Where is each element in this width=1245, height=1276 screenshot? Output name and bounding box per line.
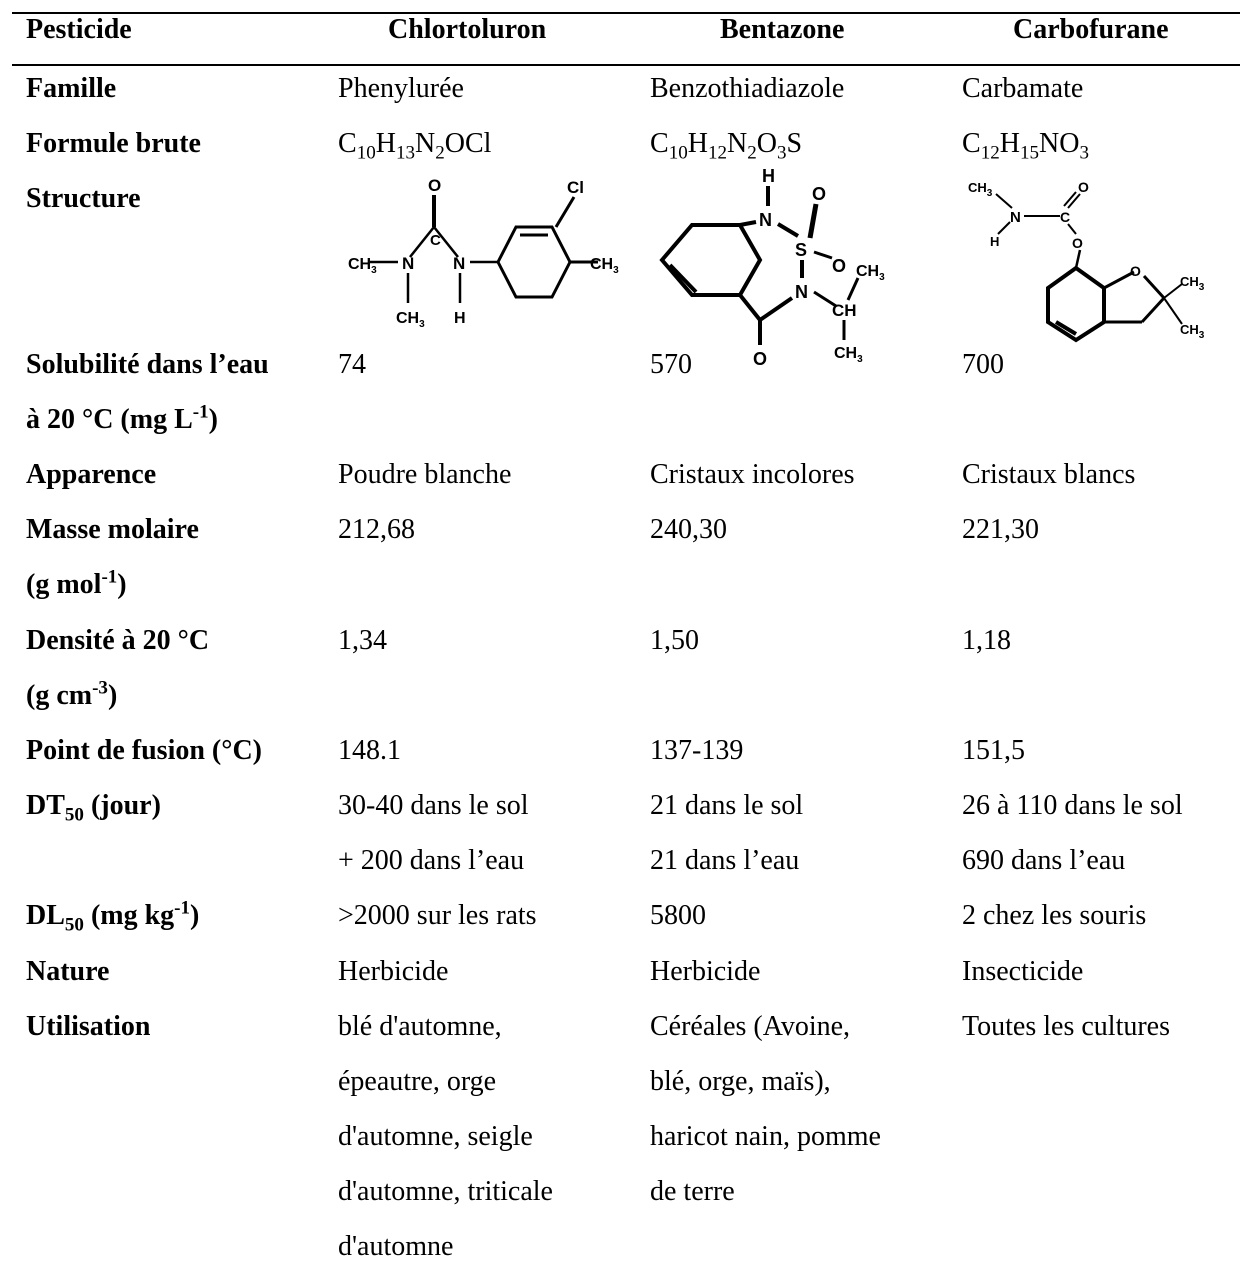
atom-o: O bbox=[812, 184, 826, 204]
header-bentazone: Bentazone bbox=[720, 14, 845, 45]
atom-ch3: CH3 bbox=[396, 310, 425, 330]
solubilite-chlortoluron: 74 bbox=[338, 349, 366, 380]
atom-n: N bbox=[402, 254, 414, 273]
atom-o: O bbox=[1072, 235, 1083, 251]
carbofurane-structure: CH3 N H C O O O CH3 CH3 bbox=[968, 179, 1205, 343]
row-label-solubilite: Solubilité dans l’eau bbox=[26, 349, 269, 380]
row-label-apparence: Apparence bbox=[26, 459, 157, 490]
dt50-bentazone-eau: 21 dans l’eau bbox=[650, 845, 800, 876]
famille-bentazone: Benzothiadiazole bbox=[650, 73, 845, 104]
utilisation-chlortoluron-line: d'automne bbox=[338, 1231, 454, 1262]
utilisation-chlortoluron-line: blé d'automne, bbox=[338, 1011, 502, 1042]
row-label-solubilite-unit: à 20 °C (mg L-1) bbox=[26, 401, 218, 435]
formule-bentazone: C10H12N2O3S bbox=[650, 128, 803, 164]
apparence-chlortoluron: Poudre blanche bbox=[338, 459, 512, 490]
atom-ch3: CH3 bbox=[348, 256, 377, 276]
fusion-carbofurane: 151,5 bbox=[962, 735, 1025, 766]
atom-h: H bbox=[762, 166, 775, 186]
header-chlortoluron: Chlortoluron bbox=[388, 14, 547, 45]
row-label-famille: Famille bbox=[26, 73, 117, 104]
solubilite-bentazone: 570 bbox=[650, 349, 692, 380]
chlortoluron-structure: O C N N CH3 CH3 H Cl CH3 bbox=[348, 176, 619, 330]
atom-s: S bbox=[795, 240, 807, 260]
utilisation-bentazone-line: haricot nain, pomme bbox=[650, 1121, 881, 1152]
bentazone-structure: H N S O O N O CH CH3 CH3 bbox=[659, 166, 885, 369]
atom-c: C bbox=[430, 232, 441, 249]
apparence-bentazone: Cristaux incolores bbox=[650, 459, 855, 490]
row-label-nature: Nature bbox=[26, 956, 110, 987]
masse-carbofurane: 221,30 bbox=[962, 514, 1039, 545]
row-label-utilisation: Utilisation bbox=[26, 1011, 151, 1042]
atom-h: H bbox=[990, 234, 999, 249]
densite-carbofurane: 1,18 bbox=[962, 625, 1011, 656]
utilisation-chlortoluron-line: d'automne, triticale bbox=[338, 1176, 553, 1207]
row-label-formule: Formule brute bbox=[26, 128, 201, 159]
atom-ch3: CH3 bbox=[590, 256, 619, 276]
table-top-rule bbox=[12, 12, 1240, 14]
dl50-carbofurane: 2 chez les souris bbox=[962, 900, 1147, 931]
atom-ch: CH bbox=[832, 301, 857, 320]
row-label-dt50: DT50 (jour) bbox=[26, 790, 161, 826]
utilisation-bentazone-line: Céréales (Avoine, bbox=[650, 1011, 851, 1042]
atom-n: N bbox=[795, 282, 808, 302]
row-label-densite-unit: (g cm-3) bbox=[26, 677, 118, 711]
apparence-carbofurane: Cristaux blancs bbox=[962, 459, 1136, 490]
atom-n: N bbox=[759, 210, 772, 230]
nature-carbofurane: Insecticide bbox=[962, 956, 1084, 987]
nature-bentazone: Herbicide bbox=[650, 956, 761, 987]
atom-o: O bbox=[832, 256, 846, 276]
famille-chlortoluron: Phenylurée bbox=[338, 73, 464, 104]
atom-cl: Cl bbox=[567, 178, 584, 197]
row-label-dl50: DL50 (mg kg-1) bbox=[26, 897, 200, 936]
header-carbofurane: Carbofurane bbox=[1013, 14, 1169, 45]
solubilite-carbofurane: 700 bbox=[962, 349, 1004, 380]
formule-chlortoluron: C10H13N2OCl bbox=[338, 128, 492, 164]
atom-h: H bbox=[454, 310, 466, 327]
atom-o: O bbox=[1078, 179, 1089, 195]
row-label-fusion: Point de fusion (°C) bbox=[26, 735, 262, 766]
densite-bentazone: 1,50 bbox=[650, 625, 699, 656]
utilisation-bentazone-line: de terre bbox=[650, 1176, 735, 1207]
fusion-chlortoluron: 148.1 bbox=[338, 735, 401, 766]
dt50-chlortoluron-sol: 30-40 dans le sol bbox=[338, 790, 529, 821]
nature-chlortoluron: Herbicide bbox=[338, 956, 449, 987]
masse-bentazone: 240,30 bbox=[650, 514, 727, 545]
row-label-masse-unit: (g mol-1) bbox=[26, 566, 127, 600]
row-label-densite: Densité à 20 °C bbox=[26, 625, 210, 656]
utilisation-bentazone-line: blé, orge, maïs), bbox=[650, 1066, 831, 1097]
dl50-bentazone: 5800 bbox=[650, 900, 706, 931]
utilisation-chlortoluron-line: d'automne, seigle bbox=[338, 1121, 533, 1152]
atom-ch3: CH3 bbox=[834, 345, 863, 365]
atom-ch3: CH3 bbox=[1180, 322, 1205, 341]
dt50-carbofurane-sol: 26 à 110 dans le sol bbox=[962, 790, 1183, 821]
atom-o: O bbox=[753, 349, 767, 369]
atom-c: C bbox=[1060, 209, 1070, 225]
famille-carbofurane: Carbamate bbox=[962, 73, 1084, 104]
dt50-bentazone-sol: 21 dans le sol bbox=[650, 790, 804, 821]
dt50-carbofurane-eau: 690 dans l’eau bbox=[962, 845, 1126, 876]
atom-n: N bbox=[453, 254, 465, 273]
atom-ch3: CH3 bbox=[968, 180, 993, 199]
atom-ch3: CH3 bbox=[1180, 274, 1205, 293]
fusion-bentazone: 137-139 bbox=[650, 735, 744, 766]
densite-chlortoluron: 1,34 bbox=[338, 625, 387, 656]
masse-chlortoluron: 212,68 bbox=[338, 514, 415, 545]
utilisation-chlortoluron-line: épeautre, orge bbox=[338, 1066, 497, 1097]
row-label-structure: Structure bbox=[26, 183, 141, 214]
atom-ch3: CH3 bbox=[856, 263, 885, 283]
dl50-chlortoluron: >2000 sur les rats bbox=[338, 900, 537, 931]
row-label-masse: Masse molaire bbox=[26, 514, 199, 545]
dt50-chlortoluron-eau: + 200 dans l’eau bbox=[338, 845, 525, 876]
formule-carbofurane: C12H15NO3 bbox=[962, 128, 1089, 164]
table-header-rule bbox=[12, 64, 1240, 66]
utilisation-carbofurane: Toutes les cultures bbox=[962, 1011, 1170, 1042]
atom-n: N bbox=[1010, 209, 1021, 226]
header-pesticide: Pesticide bbox=[26, 14, 132, 45]
atom-o: O bbox=[428, 176, 441, 195]
atom-o: O bbox=[1130, 263, 1141, 279]
